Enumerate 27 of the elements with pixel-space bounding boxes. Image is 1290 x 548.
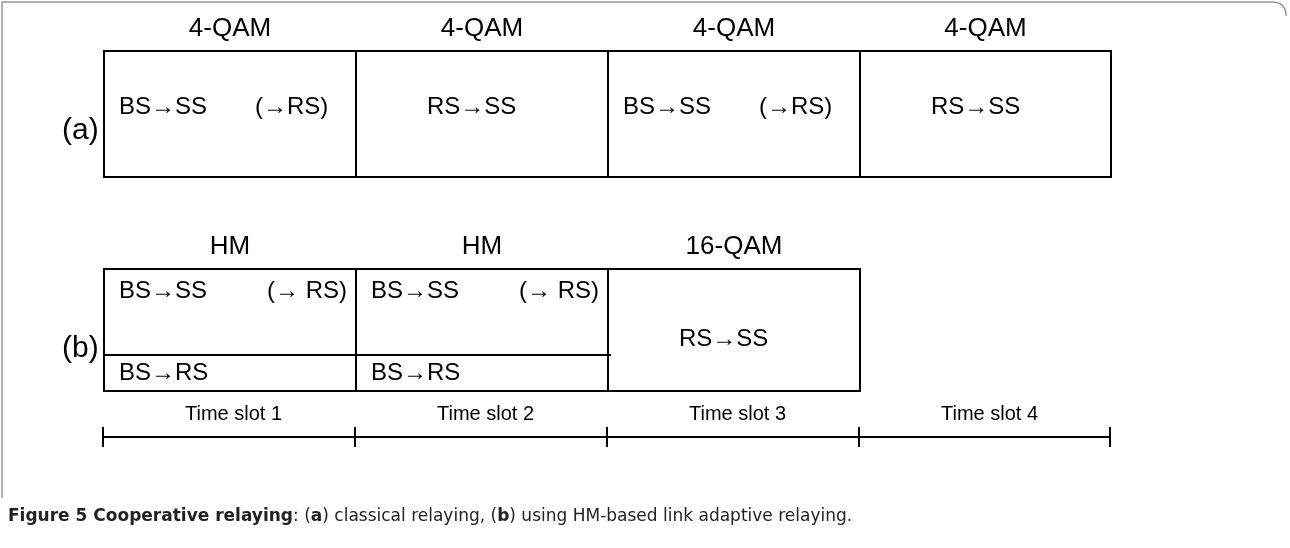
modulation-label: 16-QAM xyxy=(684,230,784,261)
link-label: BS→SS xyxy=(371,276,460,304)
link-label: BS→RS xyxy=(371,358,461,386)
link-label: (→ RS) xyxy=(267,276,347,304)
modulation-label: 4-QAM xyxy=(691,12,777,43)
link-label: (→RS) xyxy=(759,92,833,120)
modulation-label: 4-QAM xyxy=(943,12,1028,43)
link-label: (→RS) xyxy=(255,92,329,120)
row-label: (b) xyxy=(62,330,99,364)
link-label: BS→SS xyxy=(623,92,712,120)
time-slot-label: Time slot 4 xyxy=(941,402,1039,425)
row-label: (a) xyxy=(62,112,99,146)
link-label: RS→SS xyxy=(427,92,517,120)
figure-caption: Figure 5 Cooperative relaying: (a) classical relaying, (b) using HM-based link adaptive relaying. xyxy=(8,505,853,525)
modulation-label: HM xyxy=(460,230,504,261)
link-label: BS→SS xyxy=(119,92,208,120)
modulation-label: 4-QAM xyxy=(439,12,525,43)
link-label: BS→SS xyxy=(119,276,208,304)
time-slot-label: Time slot 1 xyxy=(185,402,283,425)
modulation-label: 4-QAM xyxy=(187,12,273,43)
time-slot-label: Time slot 2 xyxy=(437,402,535,425)
link-label: (→ RS) xyxy=(519,276,599,304)
link-label: BS→RS xyxy=(119,358,209,386)
modulation-label: HM xyxy=(208,230,252,261)
link-label: RS→SS xyxy=(931,92,1021,120)
time-slot-label: Time slot 3 xyxy=(689,402,787,425)
link-label: RS→SS xyxy=(679,324,769,352)
